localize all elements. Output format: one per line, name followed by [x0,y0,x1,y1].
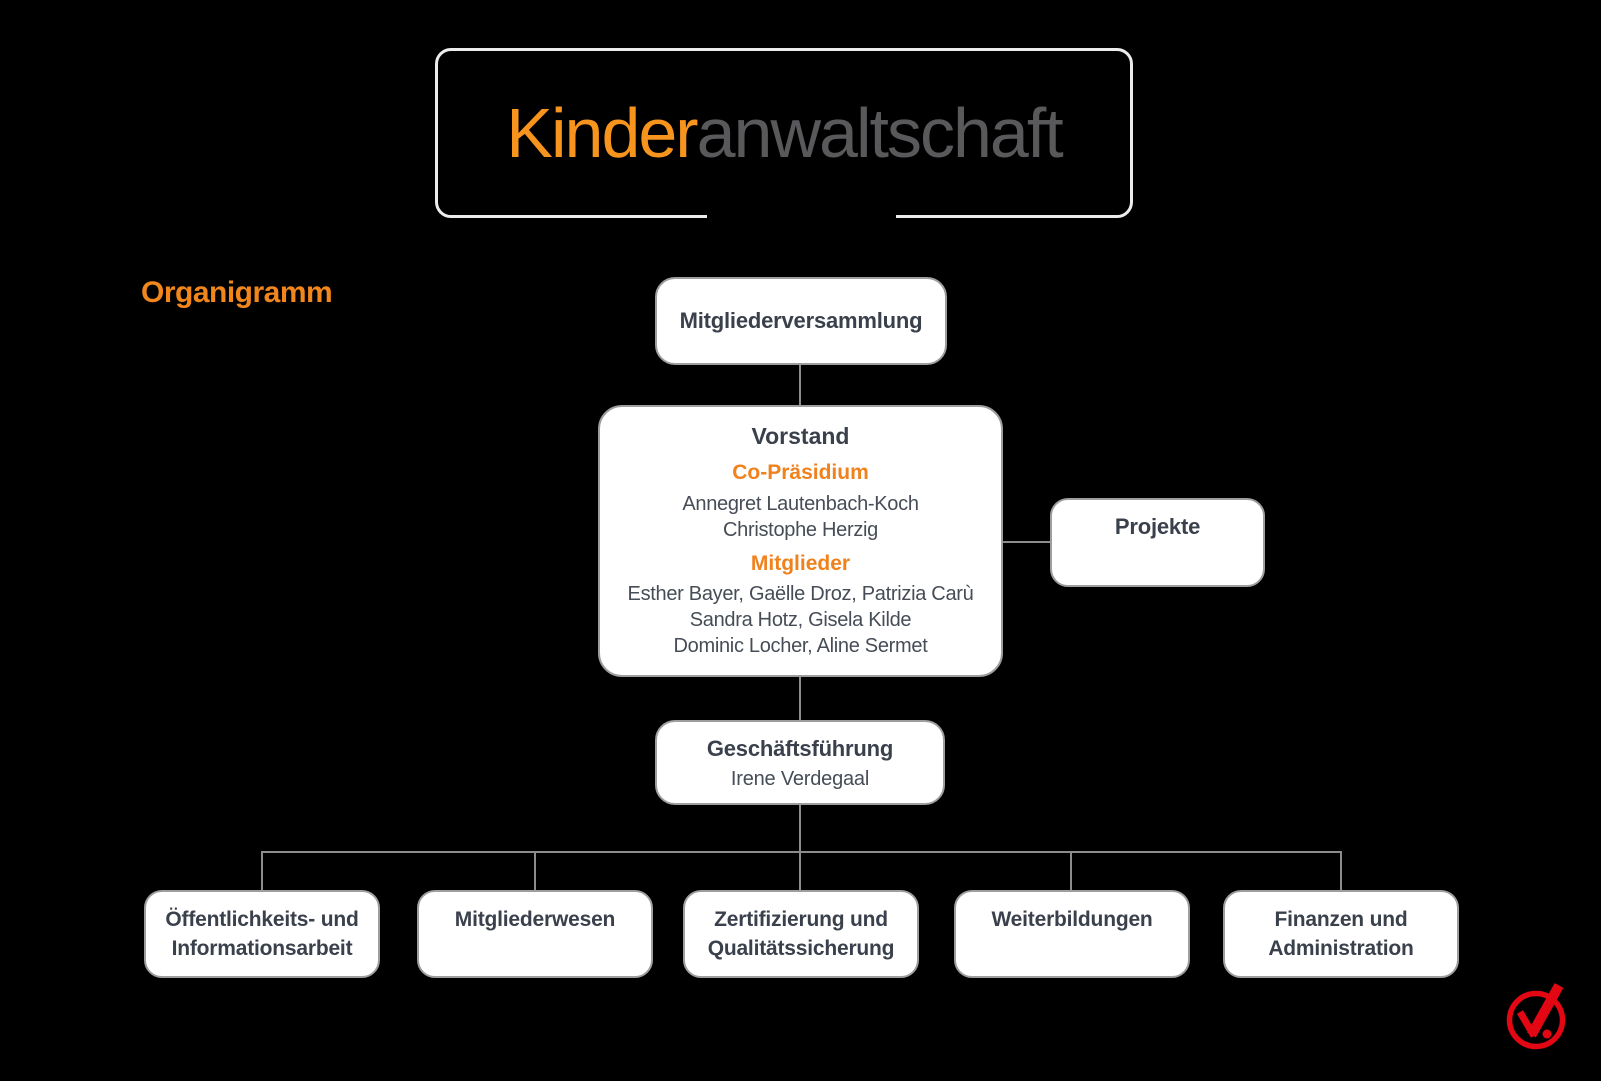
node-label-line: Informationsarbeit [171,937,353,960]
vorstand-title: Vorstand [751,423,850,449]
node-mitgliederversammlung: Mitgliederversammlung [655,277,947,365]
connector-vorstand-geschaeftsfuehrung [799,677,801,721]
mitglieder-row: Esther Bayer, Gaëlle Droz, Patrizia Carù [627,583,974,605]
connector-rake-horizontal [261,851,1342,853]
page-title: Organigramm [141,276,333,309]
co-praesidium-member: Christophe Herzig [723,519,878,541]
connector-stub-dept4 [1070,851,1072,890]
node-geschaeftsfuehrung: Geschäftsführung Irene Verdegaal [655,720,945,805]
logo-wordmark: Kinderanwaltschaft [506,93,1064,173]
node-label: Projekte [1114,514,1201,539]
node-oeffentlichkeits-und-informationsarbeit: Öffentlichkeits- und Informationsarbeit [144,890,380,978]
node-projekte: Projekte [1050,498,1265,587]
node-label: Mitgliederversammlung [679,308,923,333]
node-label-line: Zertifizierung und [714,908,888,931]
connector-stub-dept1 [261,851,263,890]
co-praesidium-label: Co-Präsidium [732,461,869,484]
node-label-line: Finanzen und [1274,908,1408,931]
connector-stub-dept2 [534,851,536,890]
node-label-line: Öffentlichkeits- und [165,908,359,931]
connector-stub-dept3 [799,851,801,890]
connector-geschaeftsfuehrung-rake [799,805,801,853]
co-praesidium-member: Annegret Lautenbach-Koch [682,493,919,515]
mitglieder-row: Dominic Locher, Aline Sermet [673,635,928,657]
node-label-line: Qualitätssicherung [707,937,895,960]
red-checkmark-seal-icon [1506,983,1566,1050]
node-label-line: Mitgliederwesen [454,908,616,931]
connector-vorstand-projekte [1003,541,1050,543]
mitglieder-row: Sandra Hotz, Gisela Kilde [689,609,912,631]
node-weiterbildungen: Weiterbildungen [954,890,1190,978]
node-label-line: Weiterbildungen [991,908,1153,931]
node-label: Geschäftsführung [706,736,894,761]
logo-text-anwaltschaft: anwaltschaft [696,94,1064,172]
node-label-line: Administration [1268,937,1414,960]
connector-mitgliederversammlung-vorstand [799,365,801,407]
node-mitgliederwesen: Mitgliederwesen [417,890,653,978]
kinderanwaltschaft-logo: Kinderanwaltschaft [435,48,1133,218]
geschaeftsfuehrung-name: Irene Verdegaal [730,768,870,790]
node-zertifizierung-und-qualitaetssicherung: Zertifizierung und Qualitätssicherung [683,890,919,978]
logo-border-gap [707,213,896,221]
connector-stub-dept5 [1340,851,1342,890]
node-finanzen-und-administration: Finanzen und Administration [1223,890,1459,978]
node-vorstand: Vorstand Co-Präsidium Annegret Lautenbac… [598,405,1003,677]
mitglieder-label: Mitglieder [750,552,851,575]
logo-text-kinder: Kinder [506,94,698,172]
